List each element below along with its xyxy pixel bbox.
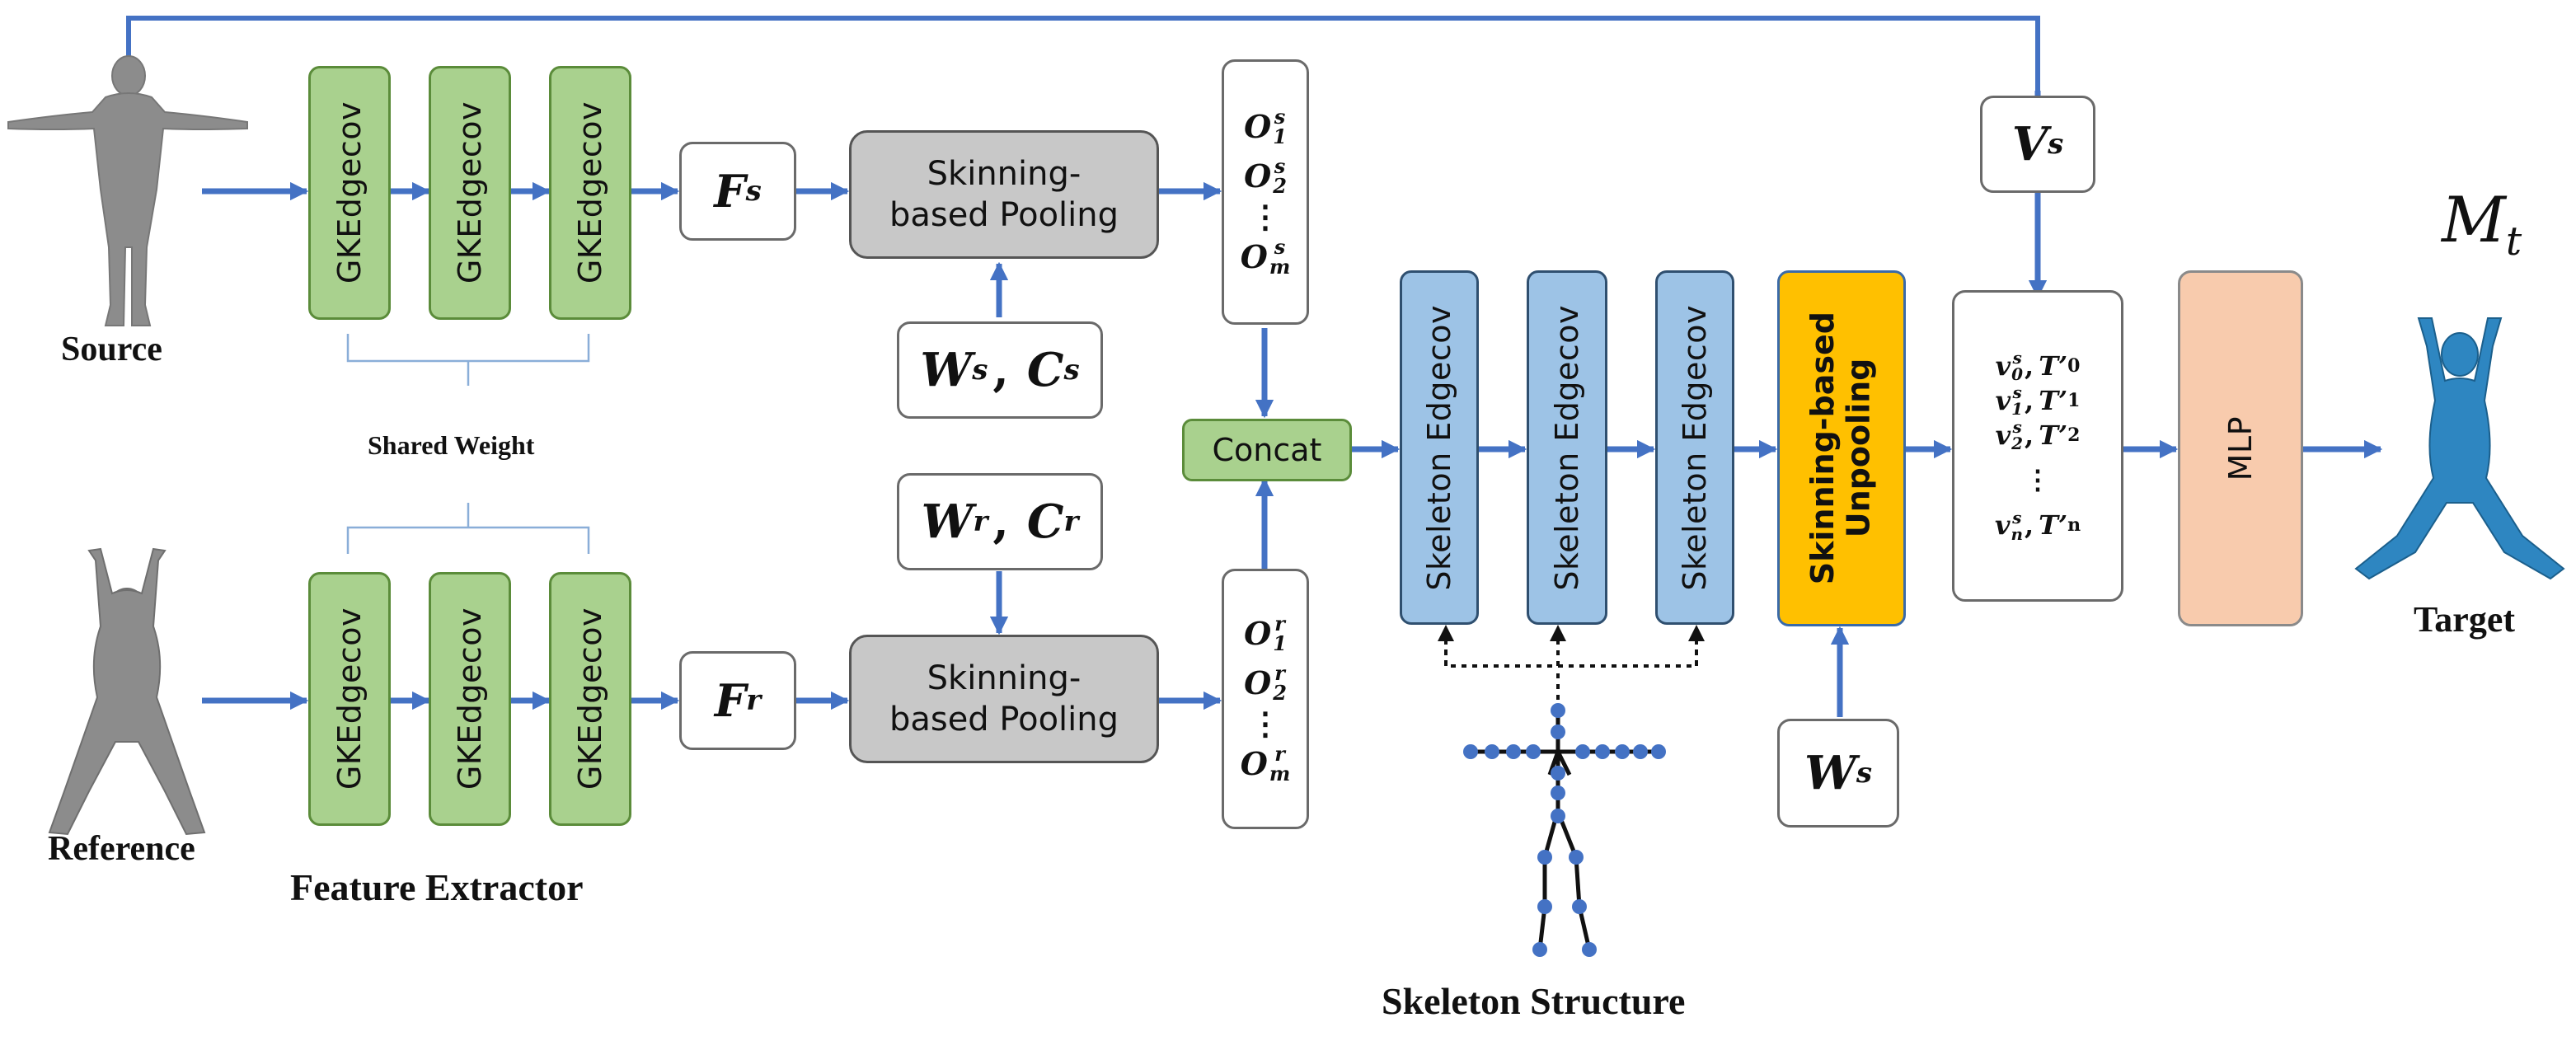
flow-arrows	[202, 91, 2383, 717]
skeleton-edgecov-2: Skeleton Edgecov	[1527, 270, 1607, 625]
target-mesh-figure	[2354, 317, 2565, 580]
gkedgecov-label: GKEdgecov	[331, 101, 368, 284]
pooling-line-1: Skinning-	[927, 659, 1082, 697]
shared-weight-brackets	[346, 334, 590, 554]
feature-extractor-label: Feature Extractor	[290, 866, 584, 908]
pooling-line-2: based Pooling	[889, 701, 1119, 739]
gkedgecov-reference-3: GKEdgecov	[549, 572, 631, 826]
unpooling-line-2: Unpooling	[1841, 359, 1877, 538]
gkedgecov-label: GKEdgecov	[452, 101, 488, 284]
skip-connection-wire	[126, 16, 2040, 115]
skeleton-edgecov-label: Skeleton Edgecov	[1549, 304, 1585, 591]
skeleton-structure-figure	[1463, 703, 1666, 957]
skeleton-structure-label: Skeleton Structure	[1382, 980, 1686, 1022]
unpooling-line-1: Skinning-based	[1804, 312, 1842, 585]
target-label: Target	[2414, 599, 2516, 640]
ellipsis: ⋮	[2025, 464, 2051, 496]
shared-weight-label: Shared Weight	[368, 430, 535, 460]
ellipsis: ⋮	[1250, 198, 1281, 235]
skinning-unpooling-block: Skinning-based Unpooling	[1777, 270, 1906, 626]
skeleton-connections	[1438, 625, 1705, 710]
mlp-label: MLP	[2222, 415, 2259, 481]
pooling-line-1: Skinning-	[927, 155, 1082, 193]
skeleton-edgecov-3: Skeleton Edgecov	[1655, 270, 1734, 625]
gkedgecov-source-2: GKEdgecov	[429, 66, 511, 320]
mlp-block: MLP	[2178, 270, 2303, 626]
gkedgecov-source-1: GKEdgecov	[308, 66, 391, 320]
gkedgecov-label: GKEdgecov	[572, 101, 608, 284]
concat-block: Concat	[1182, 419, 1352, 481]
gkedgecov-label: GKEdgecov	[331, 607, 368, 790]
skinning-pooling-reference: Skinning- based Pooling	[849, 635, 1159, 763]
skeleton-edgecov-label: Skeleton Edgecov	[1421, 304, 1457, 591]
source-mesh-figure	[7, 55, 248, 326]
skeleton-edgecov-1: Skeleton Edgecov	[1400, 270, 1479, 625]
pooling-line-2: based Pooling	[889, 196, 1119, 234]
gkedgecov-source-3: GKEdgecov	[549, 66, 631, 320]
reference-label: Reference	[48, 830, 195, 868]
source-label: Source	[61, 331, 162, 368]
gkedgecov-reference-1: GKEdgecov	[308, 572, 391, 826]
ellipsis: ⋮	[1250, 705, 1281, 742]
gkedgecov-label: GKEdgecov	[572, 607, 608, 790]
skeleton-edgecov-label: Skeleton Edgecov	[1677, 304, 1713, 591]
mt-label: Mt	[2442, 183, 2522, 265]
skinning-pooling-source: Skinning- based Pooling	[849, 130, 1159, 259]
gkedgecov-reference-2: GKEdgecov	[429, 572, 511, 826]
gkedgecov-label: GKEdgecov	[452, 607, 488, 790]
reference-mesh-figure	[48, 547, 206, 836]
